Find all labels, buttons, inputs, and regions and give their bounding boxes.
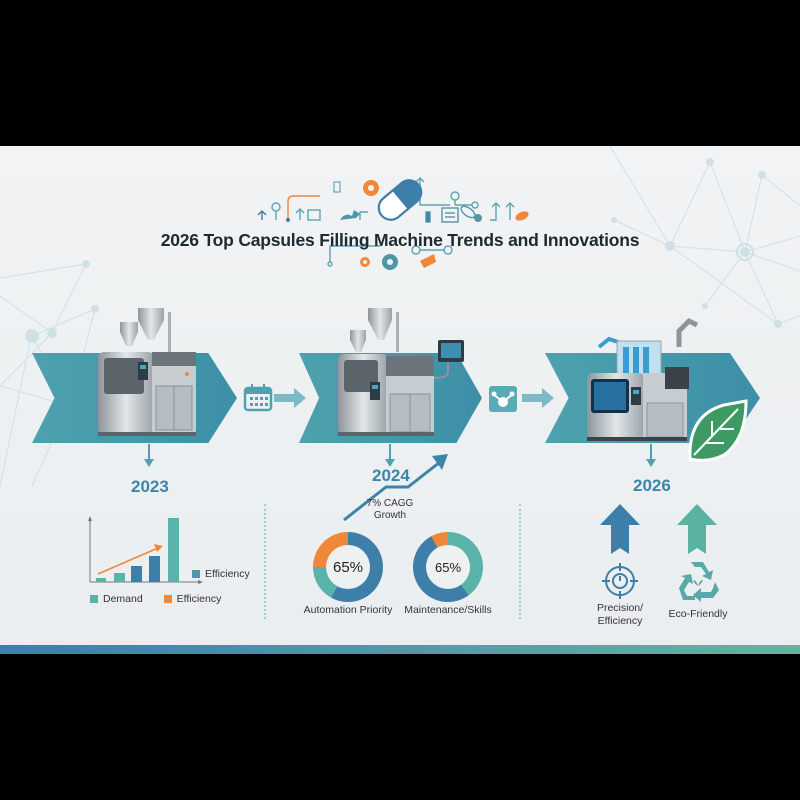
calendar-icon <box>243 384 273 412</box>
arrow-right-icon <box>522 388 554 408</box>
arrow-down-icon <box>646 444 656 467</box>
donut-label: Automation Priority <box>303 604 393 616</box>
donut-maintenance-skills: 65% <box>413 532 483 602</box>
infographic-canvas: 2026 Top Capsules Filling Machine Trends… <box>0 146 800 654</box>
connector-network <box>489 386 517 417</box>
capsule-filling-machine-2024-image <box>338 308 464 436</box>
up-arrow-precision-icon <box>600 504 640 554</box>
arrow-down-icon <box>385 444 395 467</box>
network-icon <box>489 386 517 412</box>
arrow-right-icon <box>274 388 306 408</box>
leaf-eco-icon <box>688 399 748 462</box>
section-divider <box>264 504 266 619</box>
capsule-filling-machine-2026-robotic-image <box>587 317 699 441</box>
legend-swatch-demand <box>90 594 98 603</box>
chart-inline-label: Efficiency <box>192 565 250 583</box>
connector-calendar <box>243 384 273 417</box>
up-arrow-eco-icon <box>677 504 717 554</box>
donut-value: 65% <box>326 545 370 589</box>
growth-label: 7% CAGG Growth <box>366 498 414 521</box>
target-icon <box>602 563 638 599</box>
header-icon-cluster <box>257 177 529 270</box>
year-label-2026: 2026 <box>633 476 671 495</box>
arrow-down-icon <box>144 444 154 467</box>
growth-trend-arrow <box>343 454 448 522</box>
precision-efficiency-label: Precision/ Efficiency <box>596 602 644 627</box>
donut-automation-priority: 65% <box>313 532 383 602</box>
capsule-icon <box>377 179 423 221</box>
year-label-2024: 2024 <box>372 466 410 485</box>
eco-friendly-label: Eco-Friendly <box>668 608 728 620</box>
demand-bar-chart <box>88 516 203 584</box>
year-label-2023: 2023 <box>131 477 169 496</box>
legend-swatch <box>192 569 200 578</box>
recycle-icon <box>679 562 719 602</box>
chart-legend: Demand Efficiency <box>90 590 221 608</box>
section-divider <box>519 504 521 619</box>
donut-value: 65% <box>426 545 470 589</box>
capsule-filling-machine-2023-image <box>98 308 196 436</box>
legend-swatch-efficiency <box>163 594 172 603</box>
bottom-gradient-bar <box>0 645 800 654</box>
network-background-decoration <box>0 146 800 487</box>
page-title: 2026 Top Capsules Filling Machine Trends… <box>160 230 640 250</box>
donut-label: Maintenance/Skills <box>404 604 492 616</box>
